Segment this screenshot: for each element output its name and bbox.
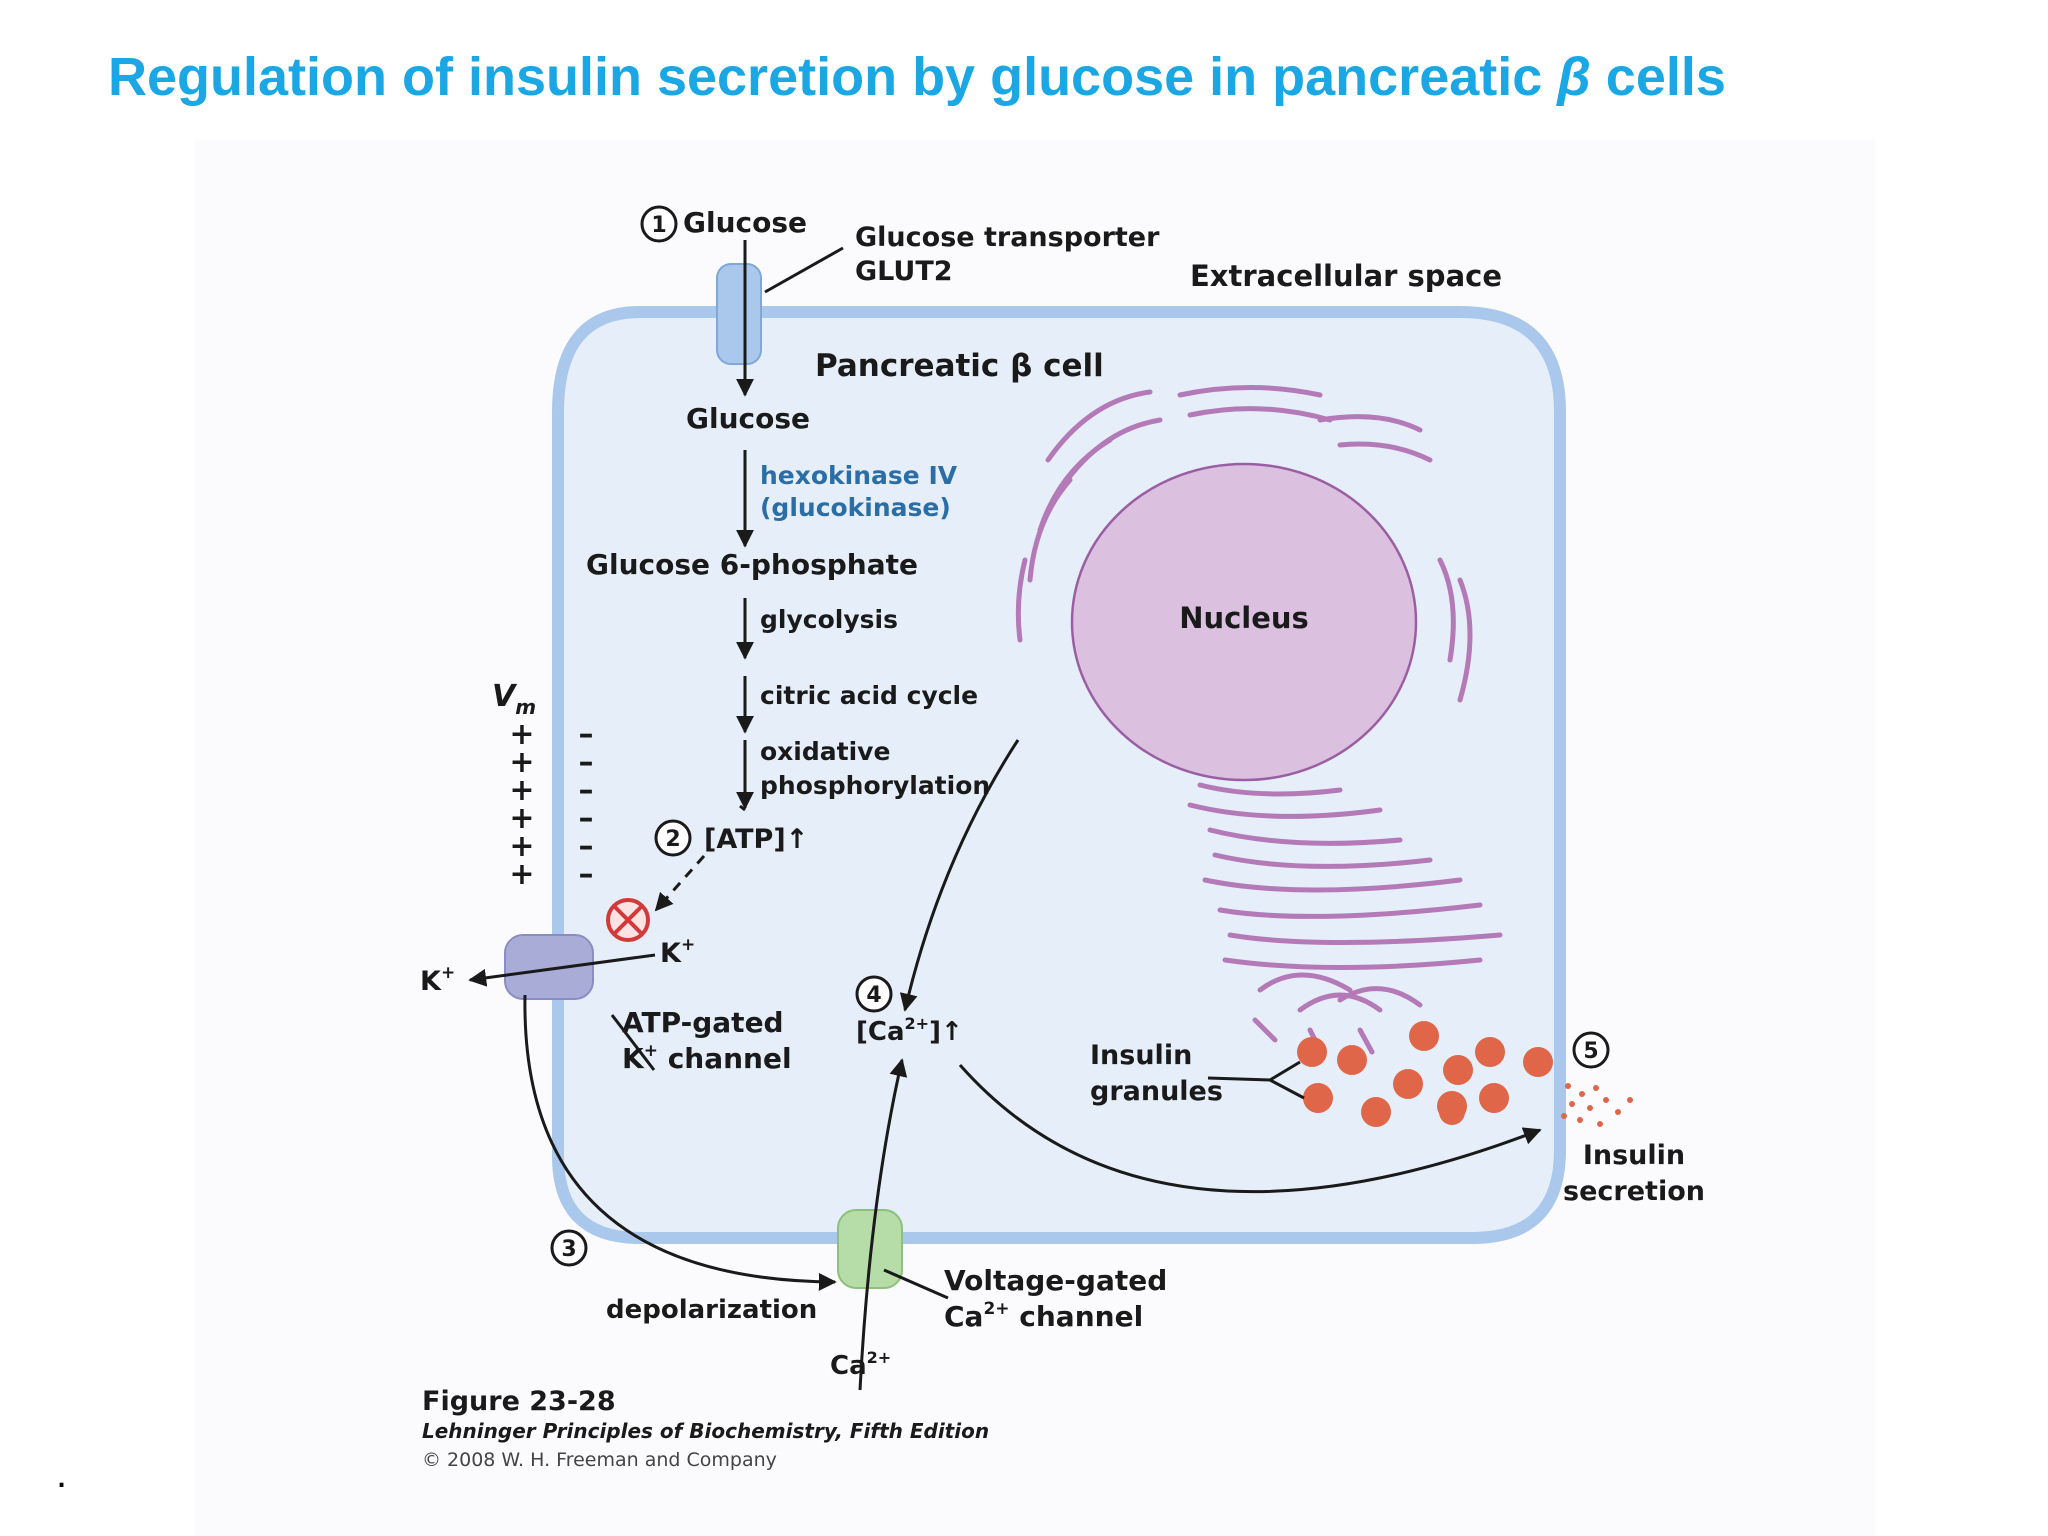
step-5-circle [1572, 1031, 1610, 1069]
step-circles [550, 205, 1610, 1267]
oxphos-label-2: phosphorylation [760, 771, 990, 800]
figure-number: Figure 23-28 [422, 1386, 616, 1417]
svg-text:+: + [509, 773, 534, 808]
step-2-label: 2 [665, 827, 680, 852]
step-4-label: 4 [866, 983, 881, 1008]
membrane-potential-signs: + + + + + + – – – – – – [509, 717, 593, 892]
glut2-transporter [716, 263, 762, 365]
secretion-label-1: Insulin [1583, 1140, 1685, 1171]
slide-title-main: Regulation of insulin secretion by gluco… [108, 47, 1558, 107]
svg-text:–: – [579, 829, 594, 864]
bullet-dot: . [56, 1452, 68, 1496]
svg-text:–: – [579, 773, 594, 808]
slide-title-beta: β [1557, 47, 1591, 107]
vgcc-label-2: Ca2+ channel [944, 1299, 1143, 1333]
insulin-granules [1297, 1021, 1553, 1127]
step-3-label: 3 [561, 1237, 576, 1262]
step-4-circle [855, 975, 893, 1013]
endoplasmic-reticulum [1015, 385, 1503, 1055]
svg-text:–: – [579, 801, 594, 836]
pathway-arrows [468, 240, 1542, 1391]
step-5-label: 5 [1583, 1039, 1598, 1064]
glycolysis-label: glycolysis [760, 605, 898, 634]
svg-text:–: – [579, 717, 594, 752]
ca-inside-label: [Ca2+]↑ [856, 1014, 963, 1047]
secretion-label-2: secretion [1563, 1176, 1705, 1207]
ca-outside-label: Ca2+ [830, 1348, 891, 1381]
k-outside-label: K+ [420, 963, 455, 997]
extracellular-label: Extracellular space [1190, 259, 1502, 293]
enzyme-label-2: (glucokinase) [760, 493, 951, 522]
katp-label-1: ATP-gated [622, 1006, 784, 1039]
enzyme-label-1: hexokinase IV [760, 461, 958, 490]
depolarization-label: depolarization [606, 1295, 817, 1325]
svg-text:+: + [509, 857, 534, 892]
svg-text:+: + [509, 801, 534, 836]
granules-label-2: granules [1090, 1076, 1223, 1107]
atp-block-icon [606, 898, 650, 942]
figure-copyright: © 2008 W. H. Freeman and Company [422, 1449, 777, 1471]
katp-channel [504, 934, 594, 1000]
svg-text:+: + [509, 717, 534, 752]
citric-acid-cycle-label: citric acid cycle [760, 681, 978, 710]
figure-book: Lehninger Principles of Biochemistry, Fi… [422, 1419, 989, 1443]
svg-text:–: – [579, 857, 594, 892]
glucose-inside-label: Glucose [686, 402, 810, 435]
svg-text:–: – [579, 745, 594, 780]
step-1-label: 1 [651, 213, 666, 238]
transporter-label-1: Glucose transporter [855, 222, 1160, 253]
slide-title: Regulation of insulin secretion by gluco… [108, 46, 1726, 108]
oxphos-label-1: oxidative [760, 737, 890, 766]
granules-label-1: Insulin [1090, 1040, 1192, 1071]
transporter-label-2: GLUT2 [855, 256, 953, 287]
slide-title-end: cells [1590, 47, 1726, 107]
secreted-insulin [1561, 1083, 1633, 1127]
atp-label: [ATP]↑ [704, 824, 808, 855]
step-2-circle [654, 819, 692, 857]
step-1-circle [640, 205, 678, 243]
vgcc-label-1: Voltage-gated [944, 1264, 1167, 1297]
svg-text:+: + [509, 745, 534, 780]
cell-label: Pancreatic β cell [815, 348, 1104, 384]
nucleus [1070, 462, 1418, 782]
nucleus-label: Nucleus [1179, 601, 1309, 635]
glucose-outside-label: Glucose [683, 206, 807, 239]
katp-label-2: K+ channel [622, 1041, 792, 1075]
step-3-circle [550, 1229, 588, 1267]
svg-text:+: + [509, 829, 534, 864]
g6p-label: Glucose 6-phosphate [586, 548, 918, 581]
k-inside-label: K+ [660, 935, 695, 969]
vm-label: Vm [492, 679, 536, 719]
